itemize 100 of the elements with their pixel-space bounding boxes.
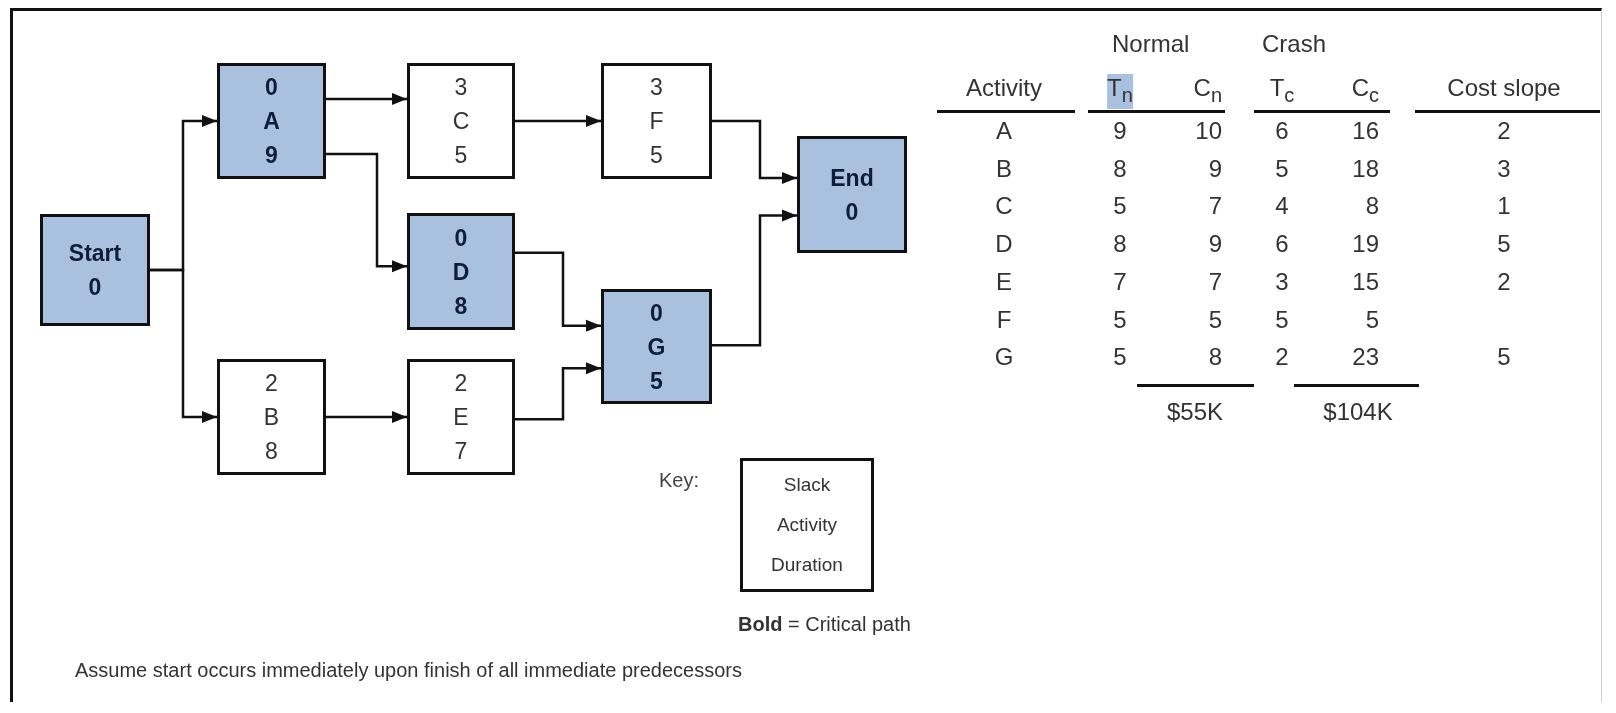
table-text: 7: [1113, 267, 1127, 296]
table-text: 5: [1113, 192, 1127, 221]
table-text: 3: [1275, 267, 1289, 296]
activity-box: [40, 214, 150, 326]
node-text: 0: [265, 73, 278, 102]
node-text: E: [453, 403, 469, 432]
activity-box: [601, 289, 712, 404]
note-text: Bold = Critical path: [738, 612, 911, 637]
node-text: D: [452, 257, 470, 287]
table-text: 5: [1208, 305, 1222, 334]
arrow: [712, 209, 797, 347]
arrow: [150, 268, 217, 423]
node-text: 0: [88, 273, 102, 302]
table-text: C$_{n}$: [1193, 74, 1222, 108]
node-text: 0: [845, 197, 859, 227]
table-text: 5: [1497, 230, 1511, 259]
node-text: 2: [265, 369, 278, 398]
table-text: 10: [1195, 117, 1222, 145]
arrow: [515, 251, 601, 332]
node-text: End: [830, 163, 874, 193]
node-text: 3: [650, 73, 663, 102]
table-text: G: [994, 343, 1014, 372]
table-text: 6: [1275, 230, 1289, 259]
arrow: [712, 119, 797, 185]
table-text: 9: [1113, 117, 1127, 145]
arrow: [326, 411, 407, 423]
node-text: Duration: [771, 553, 843, 577]
table-text: 3: [1497, 154, 1511, 183]
table-text: C$_{c}$: [1351, 74, 1379, 108]
node-text: Start: [68, 239, 122, 268]
table-text: Activity: [966, 74, 1042, 102]
node-text: 5: [650, 141, 663, 170]
table-text: 7: [1208, 192, 1222, 221]
arrow: [515, 362, 601, 421]
node-text: B: [263, 403, 280, 432]
arrow: [326, 152, 407, 273]
table-text: 2: [1275, 343, 1289, 372]
table-text: 16: [1352, 117, 1379, 145]
table-text: 6: [1275, 117, 1289, 145]
table-text: $55K: [1166, 398, 1224, 426]
activity-box: [797, 136, 907, 253]
activity-box: [217, 63, 326, 179]
node-text: 2: [454, 369, 468, 398]
table-text: 8: [1208, 343, 1222, 372]
table-text: 2: [1497, 117, 1511, 145]
node-text: F: [649, 107, 664, 136]
node-text: 8: [454, 291, 468, 321]
table-text: A: [996, 117, 1012, 145]
activity-box: [601, 63, 712, 179]
table-text: B: [996, 154, 1012, 183]
table-text: 9: [1208, 230, 1222, 259]
table-text: 1: [1497, 192, 1511, 221]
table-text: 7: [1208, 267, 1222, 296]
table-text: 8: [1113, 154, 1127, 183]
node-text: C: [452, 107, 470, 136]
node-text: 5: [650, 366, 663, 396]
arrow: [515, 115, 601, 127]
table-text: D: [995, 230, 1013, 259]
activity-box: [407, 213, 515, 330]
activity-box: [407, 359, 515, 475]
table-text: 8: [1365, 192, 1379, 221]
table-text: 9: [1208, 154, 1222, 183]
note-text: Assume start occurs immediately upon finish of all immediate predecessors: [75, 658, 742, 683]
arrow: [326, 92, 407, 105]
table-text: 8: [1113, 230, 1127, 259]
node-text: A: [263, 107, 280, 136]
node-text: 7: [454, 437, 468, 466]
table-text: 19: [1352, 230, 1379, 259]
table-text: 5: [1113, 305, 1127, 334]
table-text: 5: [1275, 154, 1289, 183]
table-text: T$_{c}$: [1269, 74, 1295, 108]
node-text: 5: [454, 141, 468, 170]
node-text: 9: [265, 141, 278, 170]
node-text: 8: [265, 437, 278, 466]
activity-box: [407, 63, 515, 179]
table-text: 15: [1352, 267, 1379, 296]
node-text: Slack: [783, 473, 831, 497]
table-text: Crash: [1262, 30, 1327, 58]
table-text: Normal: [1112, 30, 1190, 58]
table-text: 5: [1365, 305, 1379, 334]
table-text: T$_{n}$: [1107, 74, 1133, 109]
table-text: C: [995, 192, 1013, 221]
node-text: 0: [650, 298, 663, 328]
node-text: 3: [454, 73, 468, 102]
table-text: E: [996, 267, 1012, 296]
table-text: 5: [1275, 305, 1289, 334]
table-text: 18: [1352, 154, 1379, 183]
table-text: F: [996, 305, 1012, 334]
table-text: 4: [1275, 192, 1289, 221]
node-text: 0: [454, 223, 468, 253]
node-text: G: [647, 332, 666, 362]
activity-box: [217, 359, 326, 475]
table-text: $104K: [1323, 398, 1393, 426]
table-text: 23: [1352, 343, 1379, 372]
table-text: 5: [1113, 343, 1127, 372]
key-label: Key:: [658, 469, 699, 492]
table-text: 2: [1497, 267, 1511, 296]
table-text: 5: [1497, 343, 1511, 372]
node-text: Activity: [776, 513, 838, 537]
table-text: Cost slope: [1447, 74, 1561, 102]
